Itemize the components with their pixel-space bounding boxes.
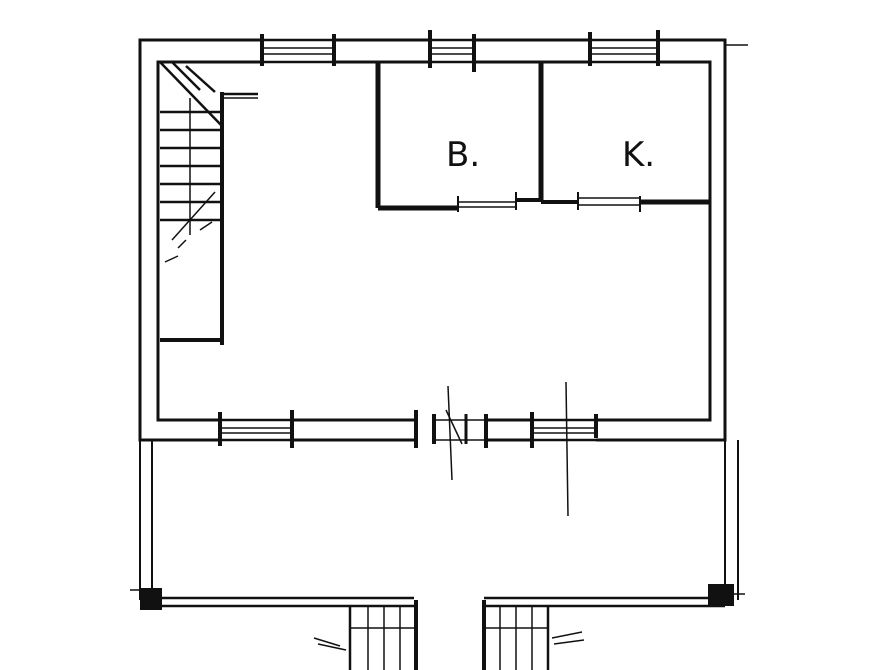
top-windows [260,30,660,72]
window-bottom-left [218,410,294,448]
bathroom-label: B. [446,135,480,175]
window-top-right [588,30,660,66]
outer-walls [138,38,748,442]
window-top-middle [428,30,476,72]
bottom-openings [218,381,598,517]
door-bottom-center [414,385,488,481]
front-steps [313,600,585,670]
outer-wall-line [138,38,727,442]
terrace [130,440,745,610]
kitchen-label: K. [622,135,655,175]
inner-wall-line [156,60,712,422]
interior-walls [375,62,710,212]
window-bottom-right [530,381,598,517]
window-top-left [260,34,336,66]
staircase-upper [159,61,258,345]
